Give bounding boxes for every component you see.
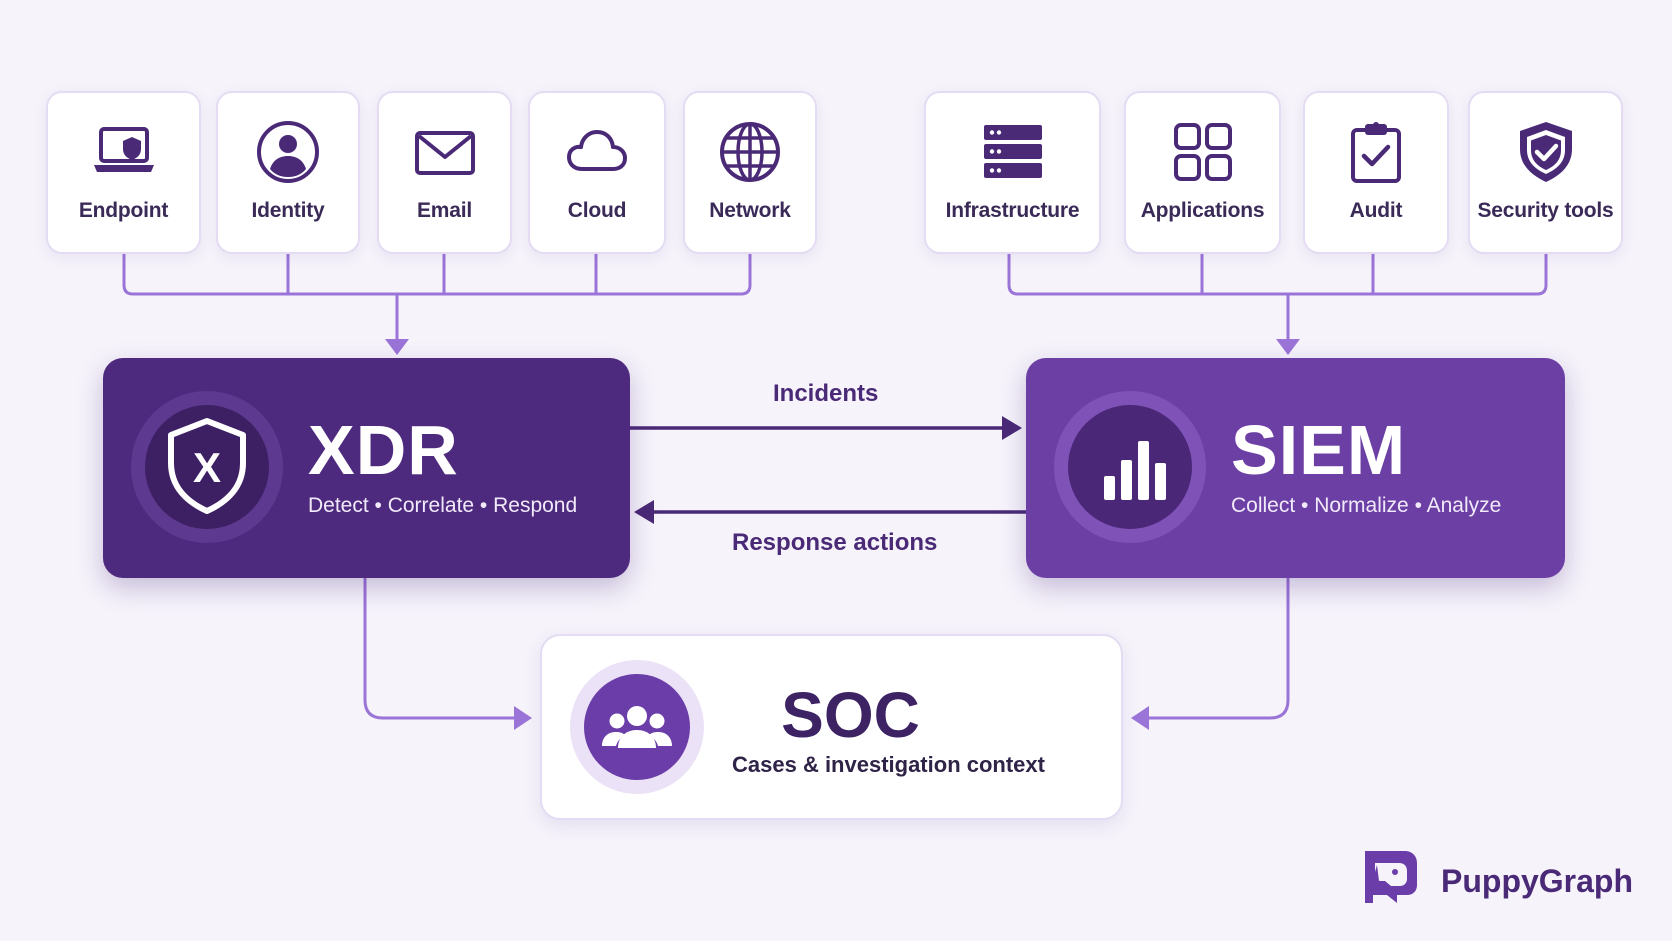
- laptop-shield-icon: [93, 127, 154, 172]
- response-actions-label: Response actions: [732, 529, 938, 556]
- source-label-infrastructure: Infrastructure: [945, 199, 1080, 222]
- xdr-subtitle: Detect • Correlate • Respond: [308, 494, 578, 517]
- source-tile-audit: Audit: [1303, 91, 1449, 254]
- globe-icon: [720, 122, 780, 182]
- xdr-emblem: X: [131, 391, 283, 543]
- app-grid-icon: [1173, 123, 1232, 181]
- soc-box: SOC Cases & investigation context: [540, 634, 1123, 820]
- xdr-box: X XDR Detect • Correlate • Respond: [103, 358, 630, 578]
- source-label-security-tools: Security tools: [1477, 199, 1614, 222]
- server-icon: [983, 125, 1042, 178]
- source-label-endpoint: Endpoint: [78, 199, 169, 222]
- soc-subtitle: Cases & investigation context: [732, 752, 1045, 777]
- right-sources-bus: [1007, 252, 1548, 296]
- puppygraph-logo-icon: [1365, 851, 1417, 903]
- response-arrow-head: [634, 500, 654, 524]
- arrow-into-siem: [1276, 339, 1300, 355]
- user-icon: [257, 121, 319, 183]
- source-tile-cloud: Cloud: [528, 91, 666, 254]
- source-label-audit: Audit: [1349, 199, 1403, 222]
- left-sources-bus: [122, 252, 752, 296]
- source-tile-security-tools: Security tools: [1468, 91, 1623, 254]
- xdr-title: XDR: [308, 411, 459, 489]
- source-tile-infrastructure: Infrastructure: [924, 91, 1101, 254]
- brand-name: PuppyGraph: [1441, 863, 1634, 899]
- brand: PuppyGraph: [1357, 845, 1637, 911]
- siem-emblem: [1054, 391, 1206, 543]
- xdr-to-soc: [363, 576, 517, 720]
- arrow-into-soc-left: [514, 706, 532, 730]
- siem-box: SIEM Collect • Normalize • Analyze: [1026, 358, 1565, 578]
- source-label-cloud: Cloud: [567, 199, 627, 222]
- xdr-emblem-letter: X: [193, 444, 221, 491]
- arrow-into-soc-right: [1131, 706, 1149, 730]
- source-tile-identity: Identity: [216, 91, 360, 254]
- envelope-icon: [414, 131, 475, 175]
- soc-emblem: [570, 660, 704, 794]
- siem-to-soc: [1146, 576, 1290, 720]
- incidents-arrow-head: [1002, 416, 1022, 440]
- incidents-label: Incidents: [773, 380, 879, 407]
- source-label-network: Network: [709, 199, 791, 222]
- source-tile-email: Email: [377, 91, 512, 254]
- clipboard-check-icon: [1351, 122, 1401, 183]
- shield-check-icon: [1519, 122, 1572, 182]
- arrow-into-xdr: [385, 339, 409, 355]
- cloud-icon: [567, 130, 627, 171]
- soc-title: SOC: [781, 679, 920, 751]
- team-icon: [602, 706, 672, 748]
- shield-x-icon: X: [168, 418, 246, 514]
- source-tile-applications: Applications: [1124, 91, 1281, 254]
- source-label-applications: Applications: [1140, 199, 1265, 222]
- siem-subtitle: Collect • Normalize • Analyze: [1231, 494, 1502, 517]
- bar-chart-icon: [1104, 441, 1166, 500]
- source-tile-network: Network: [683, 91, 817, 254]
- source-tile-endpoint: Endpoint: [46, 91, 201, 254]
- siem-title: SIEM: [1231, 411, 1407, 489]
- source-label-identity: Identity: [251, 199, 325, 222]
- source-label-email: Email: [416, 199, 473, 222]
